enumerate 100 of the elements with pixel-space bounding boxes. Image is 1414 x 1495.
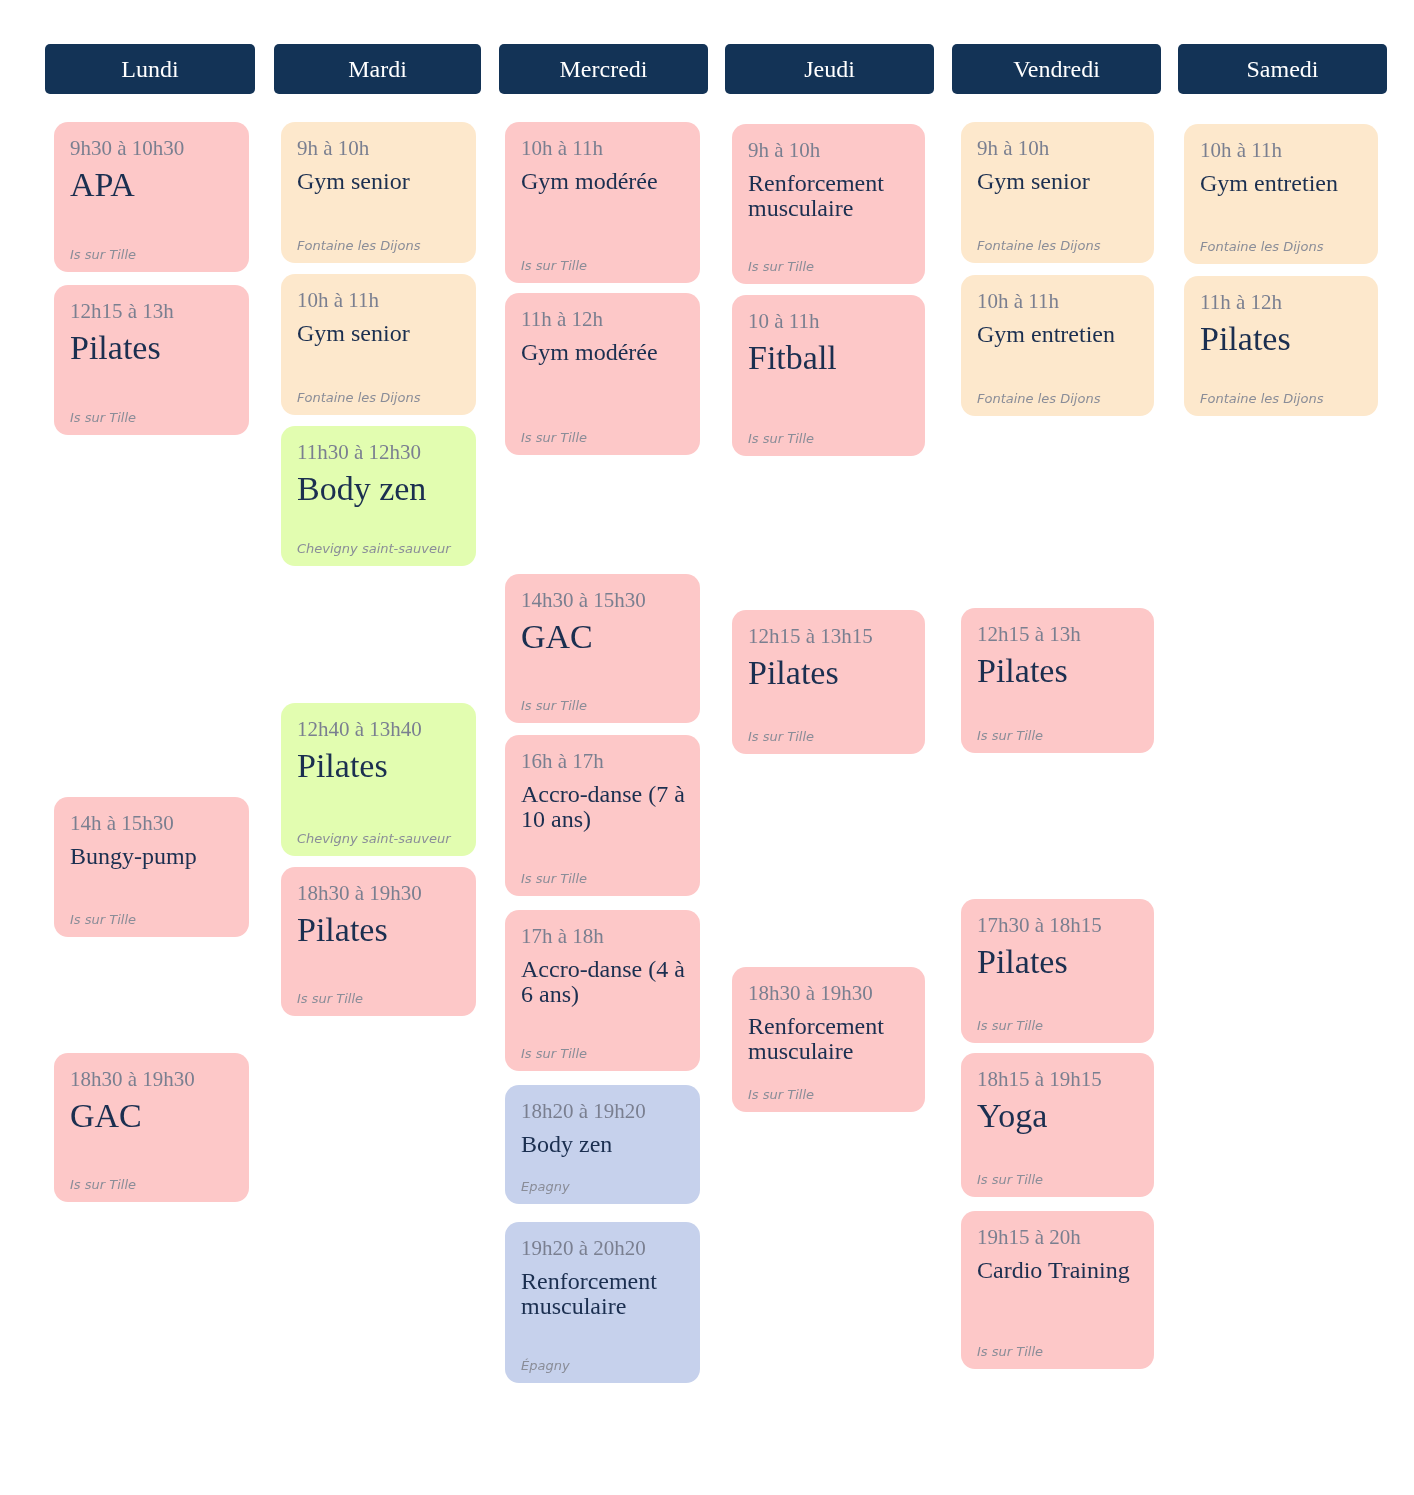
class-name: Gym senior — [297, 321, 410, 347]
class-time: 10h à 11h — [521, 136, 604, 161]
class-time: 12h15 à 13h — [70, 299, 174, 324]
class-location: Epagny — [521, 1179, 570, 1194]
class-name: APA — [70, 167, 135, 203]
class-time: 9h à 10h — [297, 136, 370, 161]
class-card — [732, 124, 925, 284]
class-card — [961, 899, 1154, 1043]
day-header: Mercredi — [499, 44, 708, 94]
class-time: 18h30 à 19h30 — [70, 1067, 195, 1092]
class-card — [1184, 124, 1378, 264]
class-card — [505, 293, 700, 455]
class-name: Body zen — [297, 471, 427, 507]
class-time: 10 à 11h — [748, 309, 820, 334]
class-time: 11h à 12h — [521, 307, 604, 332]
class-card — [505, 735, 700, 896]
class-time: 10h à 11h — [977, 289, 1060, 314]
class-name: GAC — [521, 619, 593, 655]
class-name: Renforcement musculaire — [748, 171, 885, 222]
class-time: 12h15 à 13h — [977, 622, 1081, 647]
class-name: Yoga — [977, 1098, 1048, 1134]
class-location: Fontaine les Dijons — [1200, 239, 1324, 254]
class-name: Gym modérée — [521, 340, 658, 366]
class-location: Is sur Tille — [297, 991, 363, 1006]
class-location: Is sur Tille — [977, 1344, 1043, 1359]
class-location: Fontaine les Dijons — [977, 238, 1101, 253]
class-name: Pilates — [70, 330, 161, 366]
class-name: Cardio Training — [977, 1258, 1130, 1284]
day-header: Lundi — [45, 44, 255, 94]
class-time: 17h à 18h — [521, 924, 604, 949]
class-name: Accro-danse (7 à 10 ans) — [521, 782, 686, 833]
class-card — [961, 1211, 1154, 1369]
class-time: 10h à 11h — [1200, 138, 1283, 163]
class-card — [281, 426, 476, 566]
class-location: Is sur Tille — [977, 1172, 1043, 1187]
class-name: Renforcement musculaire — [748, 1014, 885, 1065]
class-name: Pilates — [977, 653, 1068, 689]
class-location: Is sur Tille — [748, 1087, 814, 1102]
class-location: Is sur Tille — [521, 430, 587, 445]
class-time: 11h30 à 12h30 — [297, 440, 422, 465]
class-location: Is sur Tille — [977, 728, 1043, 743]
class-name: Gym entretien — [977, 322, 1115, 348]
class-location: Fontaine les Dijons — [1200, 391, 1324, 406]
class-name: Pilates — [297, 912, 388, 948]
class-card — [505, 122, 700, 283]
class-time: 10h à 11h — [297, 288, 380, 313]
class-time: 9h à 10h — [977, 136, 1050, 161]
class-time: 14h à 15h30 — [70, 811, 174, 836]
class-location: Is sur Tille — [521, 1046, 587, 1061]
class-name: Accro-danse (4 à 6 ans) — [521, 957, 686, 1008]
class-time: 19h15 à 20h — [977, 1225, 1081, 1250]
class-card — [505, 1085, 700, 1204]
class-location: Is sur Tille — [521, 258, 587, 273]
class-time: 18h15 à 19h15 — [977, 1067, 1102, 1092]
class-location: Fontaine les Dijons — [297, 390, 421, 405]
day-header: Vendredi — [952, 44, 1161, 94]
class-card — [732, 967, 925, 1112]
class-location: Is sur Tille — [748, 729, 814, 744]
class-card — [281, 867, 476, 1016]
class-time: 9h30 à 10h30 — [70, 136, 185, 161]
class-time: 17h30 à 18h15 — [977, 913, 1102, 938]
class-time: 18h30 à 19h30 — [748, 981, 873, 1006]
class-name: Pilates — [748, 655, 839, 691]
class-card — [54, 797, 249, 937]
class-card — [505, 910, 700, 1071]
class-name: Pilates — [1200, 321, 1291, 357]
class-time: 12h15 à 13h15 — [748, 624, 873, 649]
class-name: Gym senior — [977, 169, 1090, 195]
class-card — [961, 1053, 1154, 1197]
class-name: Gym entretien — [1200, 171, 1338, 197]
class-location: Is sur Tille — [70, 247, 136, 262]
class-card — [961, 122, 1154, 263]
class-card — [732, 610, 925, 754]
class-card — [281, 274, 476, 415]
day-header: Samedi — [1178, 44, 1387, 94]
class-card — [54, 285, 249, 435]
class-card — [961, 608, 1154, 753]
class-location: Fontaine les Dijons — [297, 238, 421, 253]
class-card — [54, 122, 249, 272]
class-location: Épagny — [521, 1358, 570, 1373]
class-name: Renforcement musculaire — [521, 1269, 658, 1320]
day-header: Mardi — [274, 44, 481, 94]
class-location: Is sur Tille — [70, 410, 136, 425]
class-name: GAC — [70, 1098, 142, 1134]
class-location: Chevigny saint-sauveur — [297, 541, 451, 556]
class-name: Body zen — [521, 1132, 613, 1158]
class-location: Is sur Tille — [70, 912, 136, 927]
class-name: Gym senior — [297, 169, 410, 195]
class-time: 18h20 à 19h20 — [521, 1099, 646, 1124]
class-time: 14h30 à 15h30 — [521, 588, 646, 613]
class-card — [54, 1053, 249, 1202]
class-location: Fontaine les Dijons — [977, 391, 1101, 406]
class-location: Is sur Tille — [521, 698, 587, 713]
class-card — [281, 122, 476, 263]
class-card — [281, 703, 476, 856]
class-name: Pilates — [977, 944, 1068, 980]
class-time: 18h30 à 19h30 — [297, 881, 422, 906]
class-name: Bungy-pump — [70, 844, 197, 870]
class-card — [961, 275, 1154, 416]
class-location: Is sur Tille — [748, 259, 814, 274]
